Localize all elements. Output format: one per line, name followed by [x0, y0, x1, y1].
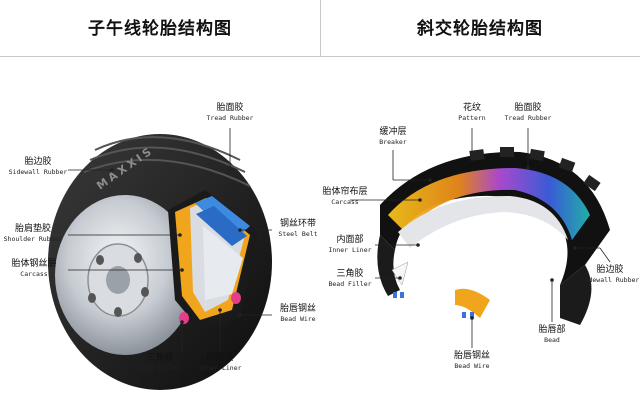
- label-sidewall-rubber-left: 胎边胶 Sidewall Rubber: [9, 155, 68, 176]
- svg-text:Carcass: Carcass: [20, 270, 47, 278]
- svg-text:Carcass: Carcass: [331, 198, 358, 206]
- svg-text:Bead Filler: Bead Filler: [138, 364, 181, 372]
- label-pattern: 花纹 Pattern: [458, 101, 485, 122]
- bias-bead-wires: [393, 292, 474, 318]
- bias-ply-layers: [388, 168, 590, 240]
- label-tread-rubber-right: 胎面胶 Tread Rubber: [505, 101, 552, 122]
- svg-text:胎体帘布层: 胎体帘布层: [322, 185, 367, 197]
- svg-text:钢丝环带: 钢丝环带: [280, 217, 316, 229]
- radial-leader-lines: [68, 128, 272, 352]
- bias-inner-liner: [398, 195, 568, 248]
- svg-text:Bead Filler: Bead Filler: [328, 280, 371, 288]
- label-breaker: 缓冲层 Breaker: [379, 125, 406, 146]
- svg-text:缓冲层: 缓冲层: [379, 125, 406, 137]
- svg-text:胎边胶: 胎边胶: [596, 263, 623, 275]
- label-bead-filler-left: 三角胶 Bead Filler: [138, 351, 181, 372]
- svg-text:胎体钢丝层: 胎体钢丝层: [11, 257, 56, 269]
- svg-text:Tread Rubber: Tread Rubber: [505, 114, 552, 122]
- bias-sidewall: [560, 265, 592, 325]
- svg-text:Bead Wire: Bead Wire: [454, 362, 489, 370]
- svg-text:三角胶: 三角胶: [336, 267, 363, 279]
- svg-text:Steel Belt: Steel Belt: [278, 230, 317, 238]
- radial-cross-section: [168, 190, 258, 330]
- bias-bead-filler: [391, 261, 409, 286]
- bias-leader-dots: [398, 156, 577, 320]
- label-shoulder-rubber: 胎肩垫胶 Shoulder Rubber: [4, 222, 63, 243]
- svg-text:Breaker: Breaker: [379, 138, 406, 146]
- label-inner-liner-right: 内面部 Inner Liner: [328, 233, 371, 254]
- svg-text:胎肩垫胶: 胎肩垫胶: [15, 222, 51, 234]
- svg-text:胎面胶: 胎面胶: [514, 101, 541, 113]
- svg-text:Inner Liner: Inner Liner: [198, 364, 241, 372]
- svg-text:三角胶: 三角胶: [146, 351, 173, 363]
- center-bore: [106, 266, 130, 294]
- svg-text:内面部: 内面部: [336, 233, 363, 245]
- svg-text:内面胶: 内面胶: [206, 351, 233, 363]
- label-tread-rubber-left: 胎面胶 Tread Rubber: [207, 101, 254, 122]
- svg-text:Sidewall Rubber: Sidewall Rubber: [581, 276, 640, 284]
- svg-text:胎面胶: 胎面胶: [216, 101, 243, 113]
- svg-text:Pattern: Pattern: [458, 114, 485, 122]
- label-carcass-right: 胎体帘布层 Carcass: [322, 185, 367, 206]
- lug-holes: [88, 253, 149, 317]
- bias-tire-illustration: [377, 147, 610, 325]
- radial-tire-title: 子午线轮胎结构图: [88, 19, 232, 39]
- svg-text:Tread Rubber: Tread Rubber: [207, 114, 254, 122]
- svg-text:胎唇部: 胎唇部: [538, 323, 565, 335]
- bias-bead-area: [455, 288, 490, 318]
- label-steel-belt: 钢丝环带 Steel Belt: [278, 217, 317, 238]
- label-carcass-left: 胎体钢丝层 Carcass: [11, 257, 56, 278]
- svg-text:花纹: 花纹: [463, 101, 481, 113]
- svg-text:Bead: Bead: [544, 336, 560, 344]
- bias-tire-title: 斜交轮胎结构图: [417, 19, 543, 39]
- label-bead-filler-right: 三角胶 Bead Filler: [328, 267, 371, 288]
- label-sidewall-rubber-right: 胎边胶 Sidewall Rubber: [581, 263, 640, 284]
- tread-grooves: [83, 136, 251, 187]
- bias-leader-lines: [350, 128, 611, 348]
- radial-leader-dots: [110, 168, 242, 324]
- svg-text:胎边胶: 胎边胶: [24, 155, 51, 167]
- label-bead-wire-left: 胎唇钢丝 Bead Wire: [280, 302, 316, 323]
- svg-text:Sidewall Rubber: Sidewall Rubber: [9, 168, 68, 176]
- svg-text:Shoulder Rubber: Shoulder Rubber: [4, 235, 63, 243]
- svg-text:Bead Wire: Bead Wire: [280, 315, 315, 323]
- header-divider: [320, 0, 321, 56]
- label-bead: 胎唇部 Bead: [538, 323, 565, 344]
- radial-tire-illustration: MAXXIS: [48, 134, 272, 390]
- svg-text:Inner Liner: Inner Liner: [328, 246, 371, 254]
- svg-text:胎唇钢丝: 胎唇钢丝: [454, 349, 490, 361]
- label-bead-wire-right: 胎唇钢丝 Bead Wire: [454, 349, 490, 370]
- label-inner-liner-left: 内面胶 Inner Liner: [198, 351, 241, 372]
- svg-text:胎唇钢丝: 胎唇钢丝: [280, 302, 316, 314]
- bias-tread-blocks: [469, 147, 601, 192]
- header-bar: 子午线轮胎结构图 斜交轮胎结构图: [0, 0, 640, 57]
